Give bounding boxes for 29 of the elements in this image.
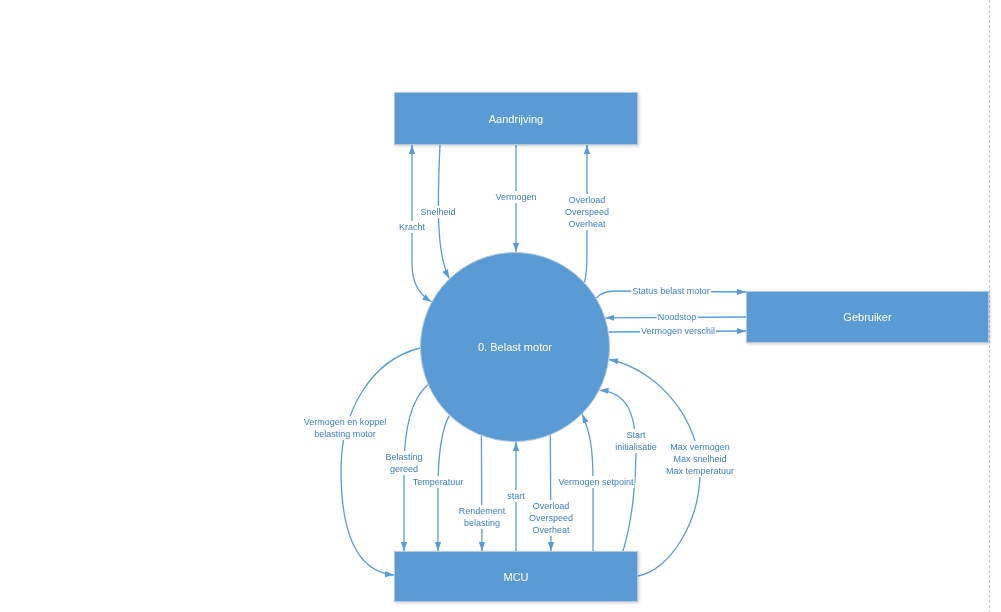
flow-arrow — [340, 347, 421, 577]
flow-arrow — [512, 441, 520, 552]
edge-label: Noodstop — [656, 311, 698, 323]
entity-box — [394, 92, 638, 145]
entity-box — [394, 551, 638, 602]
node-title: Aandrijving — [488, 112, 544, 125]
flow-arrow — [437, 144, 450, 280]
edge-label: Vermogen — [494, 191, 538, 203]
edge-label: Overload Overspeed Overheat — [526, 500, 576, 536]
node-title: 0. Belast motor — [478, 341, 552, 353]
edge-label: Rendement belasting — [456, 505, 508, 529]
node-title: MCU — [503, 570, 529, 583]
flow-arrow — [408, 144, 433, 303]
flow-arrow — [434, 414, 450, 552]
edge-label: Overload Overspeed Overheat — [562, 194, 612, 230]
flow-arrow — [512, 144, 520, 253]
flow-arrow — [608, 358, 701, 577]
node-title: Gebruiker — [843, 311, 892, 323]
edge-label: start — [506, 490, 526, 502]
flow-arrow — [581, 413, 594, 552]
edge-label: Kracht — [398, 221, 426, 233]
edge-label: Snelheid — [419, 206, 457, 218]
edge-label: Status belast motor — [631, 285, 711, 297]
edge-label: Max vermogen Max snelheid Max temperatuur — [663, 441, 737, 477]
edge-label: Vermogen verschil — [640, 325, 716, 337]
edge-label: Temperatuur — [411, 476, 465, 488]
edge-label: Vermogen setpoint — [557, 476, 635, 488]
process-circle — [420, 252, 610, 442]
entity-box — [746, 291, 989, 343]
